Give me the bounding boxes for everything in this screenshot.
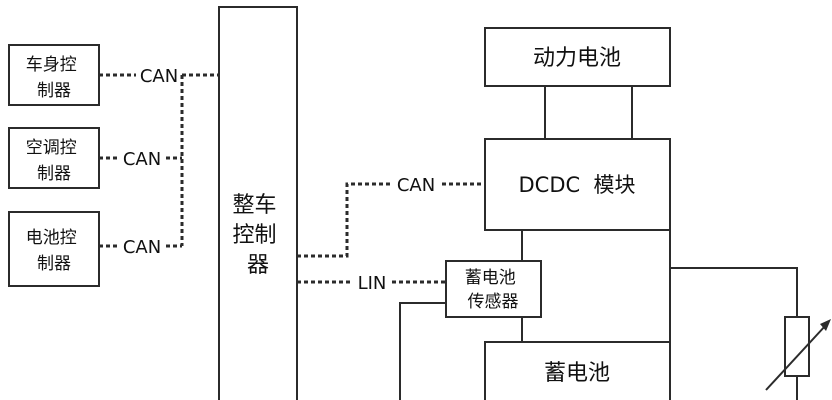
storage-battery-label: 蓄电池 <box>544 361 610 386</box>
vehicle-controller-label-line1: 整车 <box>232 193 276 218</box>
battery-controller-label-line1: 电池控 <box>26 228 77 248</box>
ac-controller-box <box>8 127 100 189</box>
power-battery-label: 动力电池 <box>533 46 621 71</box>
ac-controller-label-line1: 空调控 <box>26 138 77 158</box>
can-line-dcdc-a <box>297 182 390 258</box>
body-controller-box <box>8 44 100 106</box>
body-controller-label-line2: 制器 <box>37 81 71 101</box>
load-feed-line <box>670 267 798 317</box>
variable-resistor-arrowhead-icon <box>820 319 831 331</box>
vehicle-controller-box <box>218 6 298 400</box>
battery-sensor-label-line1: 蓄电池 <box>465 268 516 288</box>
body-controller-label: 车身控 制器 <box>26 55 82 101</box>
variable-resistor-arrow-line <box>765 324 827 391</box>
power-battery-box <box>484 27 671 87</box>
can-label-body: CAN <box>140 66 178 87</box>
body-controller-label-line1: 车身控 <box>26 55 77 75</box>
vehicle-controller-label-line3: 器 <box>247 253 269 278</box>
ac-controller-label-line2: 制器 <box>37 164 71 184</box>
vehicle-controller-label: 整车 控制 器 <box>232 193 283 278</box>
battery-sensor-label: 蓄电池 传感器 <box>465 268 521 312</box>
battery-controller-box <box>8 211 100 287</box>
ac-controller-label: 空调控 制器 <box>26 138 82 184</box>
can-label-dcdc: CAN <box>397 175 435 196</box>
lin-label-sensor: LIN <box>358 273 387 294</box>
battery-controller-label: 电池控 制器 <box>26 228 82 274</box>
battery-sensor-box <box>445 260 542 318</box>
storage-battery-box <box>484 341 671 400</box>
sensor-ground-line <box>399 302 446 400</box>
vehicle-controller-label-line2: 控制 <box>232 223 276 248</box>
battery-controller-label-line2: 制器 <box>37 254 71 274</box>
dcdc-module-label: DCDC 模块 <box>518 173 635 197</box>
battery-sensor-label-line2: 传感器 <box>468 292 519 312</box>
can-label-battery: CAN <box>123 237 161 258</box>
can-label-ac: CAN <box>123 149 161 170</box>
